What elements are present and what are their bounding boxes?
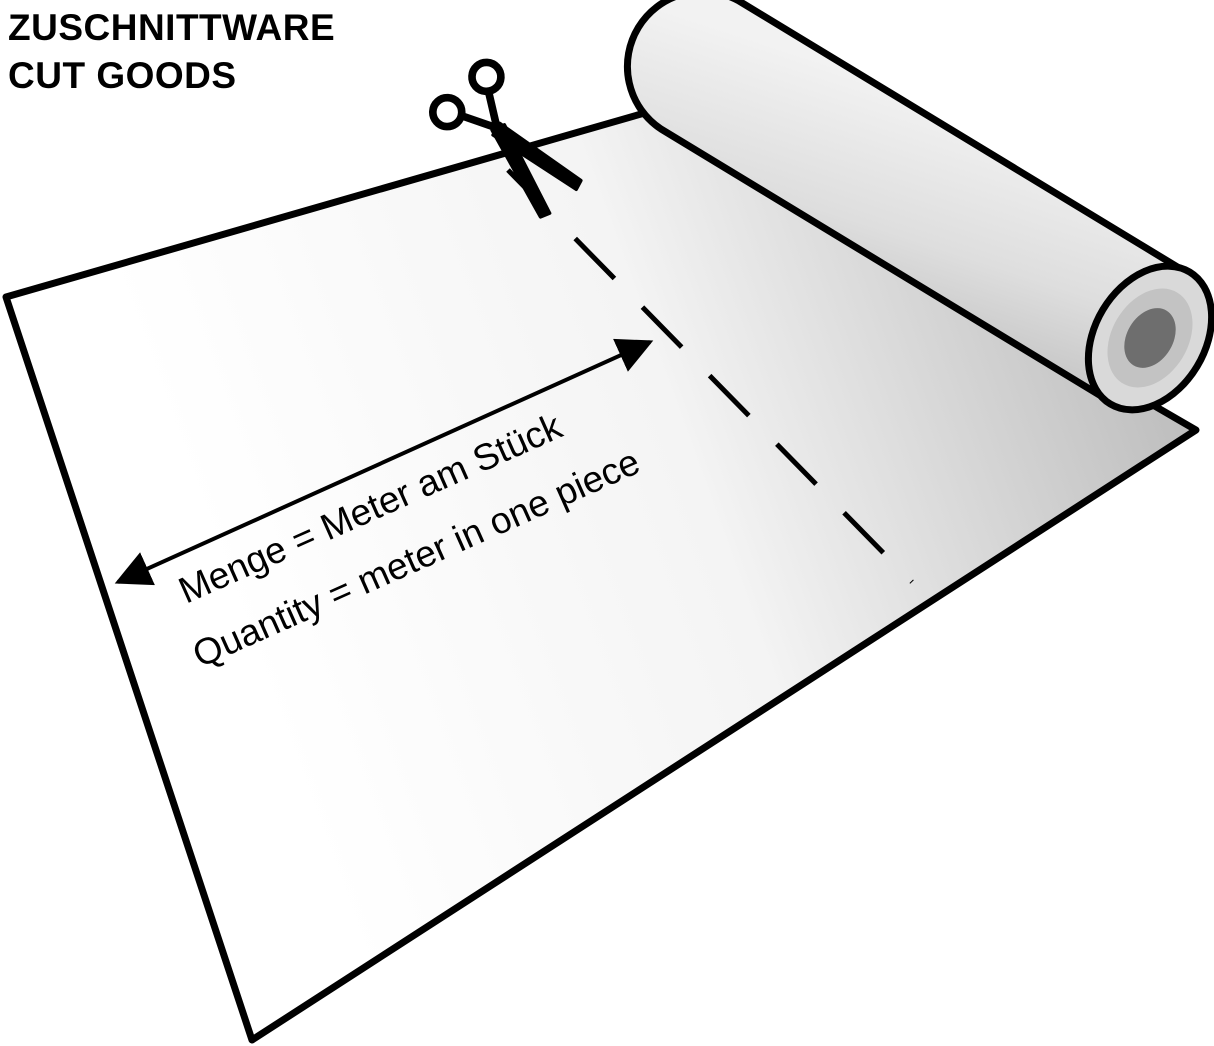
scissors-handle-shank [460,112,499,132]
measure-arrow [114,338,654,586]
scissors-handle-ring-lower [428,93,466,131]
scissors-shank-upper [484,91,501,129]
scissors-pivot [491,122,503,134]
scissors-handle-ring-upper [468,58,505,96]
title-line-english: CUT GOODS [8,55,237,96]
title-line-german: ZUSCHNITTWARE [8,7,335,48]
cut-line [506,168,914,584]
fabric-roll [623,0,1214,414]
page-title: ZUSCHNITTWARE CUT GOODS [8,7,335,96]
roll-core [1124,308,1176,368]
roll-body [623,0,1193,406]
scissors-icon [428,58,583,219]
